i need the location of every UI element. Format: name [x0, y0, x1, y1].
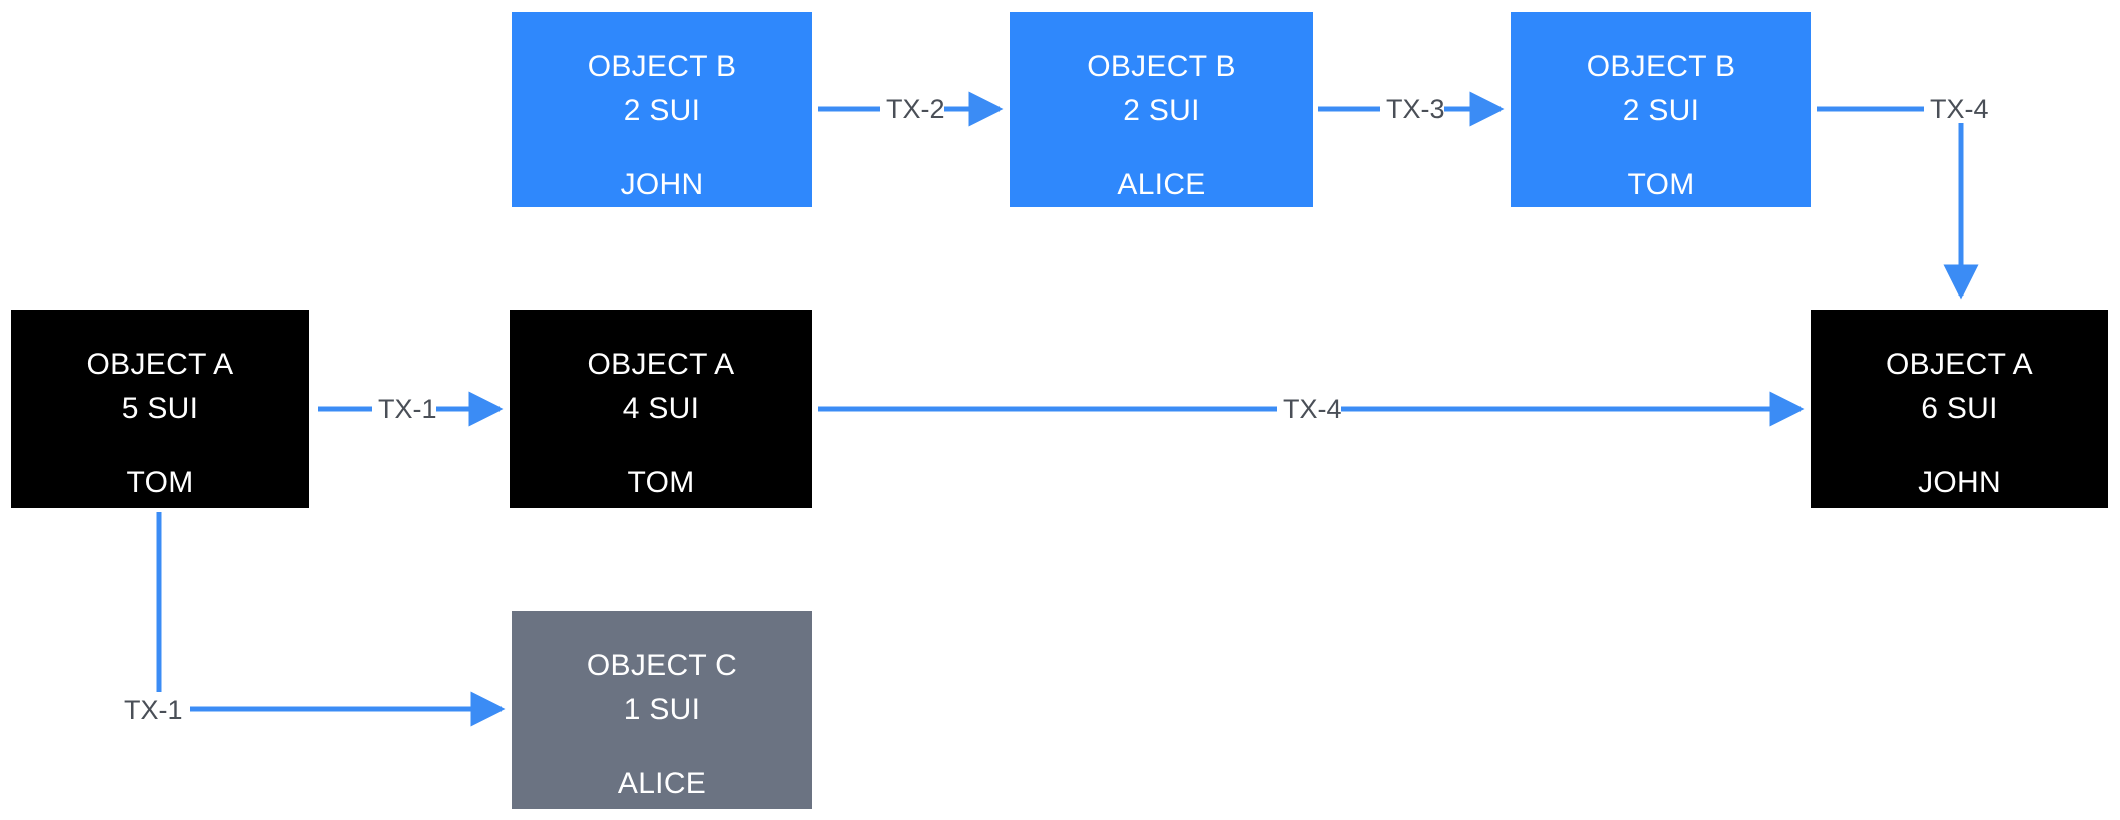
edge-label-tx-2: TX-2 — [886, 94, 945, 124]
node-object-label: OBJECT C — [586, 649, 738, 682]
node-amount-label: 2 SUI — [1622, 94, 1700, 127]
node-object-label: OBJECT B — [1087, 50, 1236, 83]
node-amount-label: 5 SUI — [121, 392, 199, 425]
node-object-label: OBJECT B — [587, 50, 737, 83]
edge-label-tx-4-middle: TX-4 — [1283, 394, 1342, 424]
node-object-label: OBJECT B — [1586, 50, 1736, 83]
node-object-b-tom[interactable]: OBJECT B 2 SUI TOM — [1511, 12, 1811, 207]
edge-label-tx-4-top: TX-4 — [1930, 94, 1989, 124]
node-amount-label: 2 SUI — [1123, 94, 1200, 127]
node-owner-label: TOM — [627, 466, 695, 499]
node-owner-label: TOM — [1627, 168, 1695, 201]
edge-label-tx-1-bottom: TX-1 — [124, 695, 183, 725]
node-object-label: OBJECT A — [587, 348, 735, 381]
node-object-a-4sui-tom[interactable]: OBJECT A 4 SUI TOM — [510, 310, 812, 508]
node-owner-label: JOHN — [620, 168, 704, 201]
edge-label-tx-3: TX-3 — [1386, 94, 1445, 124]
node-object-label: OBJECT A — [86, 348, 234, 381]
node-amount-label: 2 SUI — [623, 94, 701, 127]
node-owner-label: TOM — [126, 466, 194, 499]
node-object-a-6sui-john[interactable]: OBJECT A 6 SUI JOHN — [1811, 310, 2108, 508]
node-owner-label: ALICE — [617, 767, 707, 800]
node-amount-label: 1 SUI — [623, 693, 701, 726]
node-owner-label: JOHN — [1918, 466, 2001, 499]
node-amount-label: 6 SUI — [1921, 392, 1998, 425]
node-object-label: OBJECT A — [1886, 348, 2033, 381]
node-object-c-alice[interactable]: OBJECT C 1 SUI ALICE — [512, 611, 812, 809]
node-owner-label: ALICE — [1117, 168, 1206, 201]
connector-tx-1-bottom — [156, 512, 506, 727]
edge-label-tx-1-top: TX-1 — [378, 394, 437, 424]
node-amount-label: 4 SUI — [622, 392, 700, 425]
node-object-b-alice[interactable]: OBJECT B 2 SUI ALICE — [1010, 12, 1313, 207]
node-object-a-5sui-tom[interactable]: OBJECT A 5 SUI TOM — [11, 310, 309, 508]
node-object-b-john[interactable]: OBJECT B 2 SUI JOHN — [512, 12, 812, 207]
connector-tx-4-top — [1817, 106, 1979, 300]
